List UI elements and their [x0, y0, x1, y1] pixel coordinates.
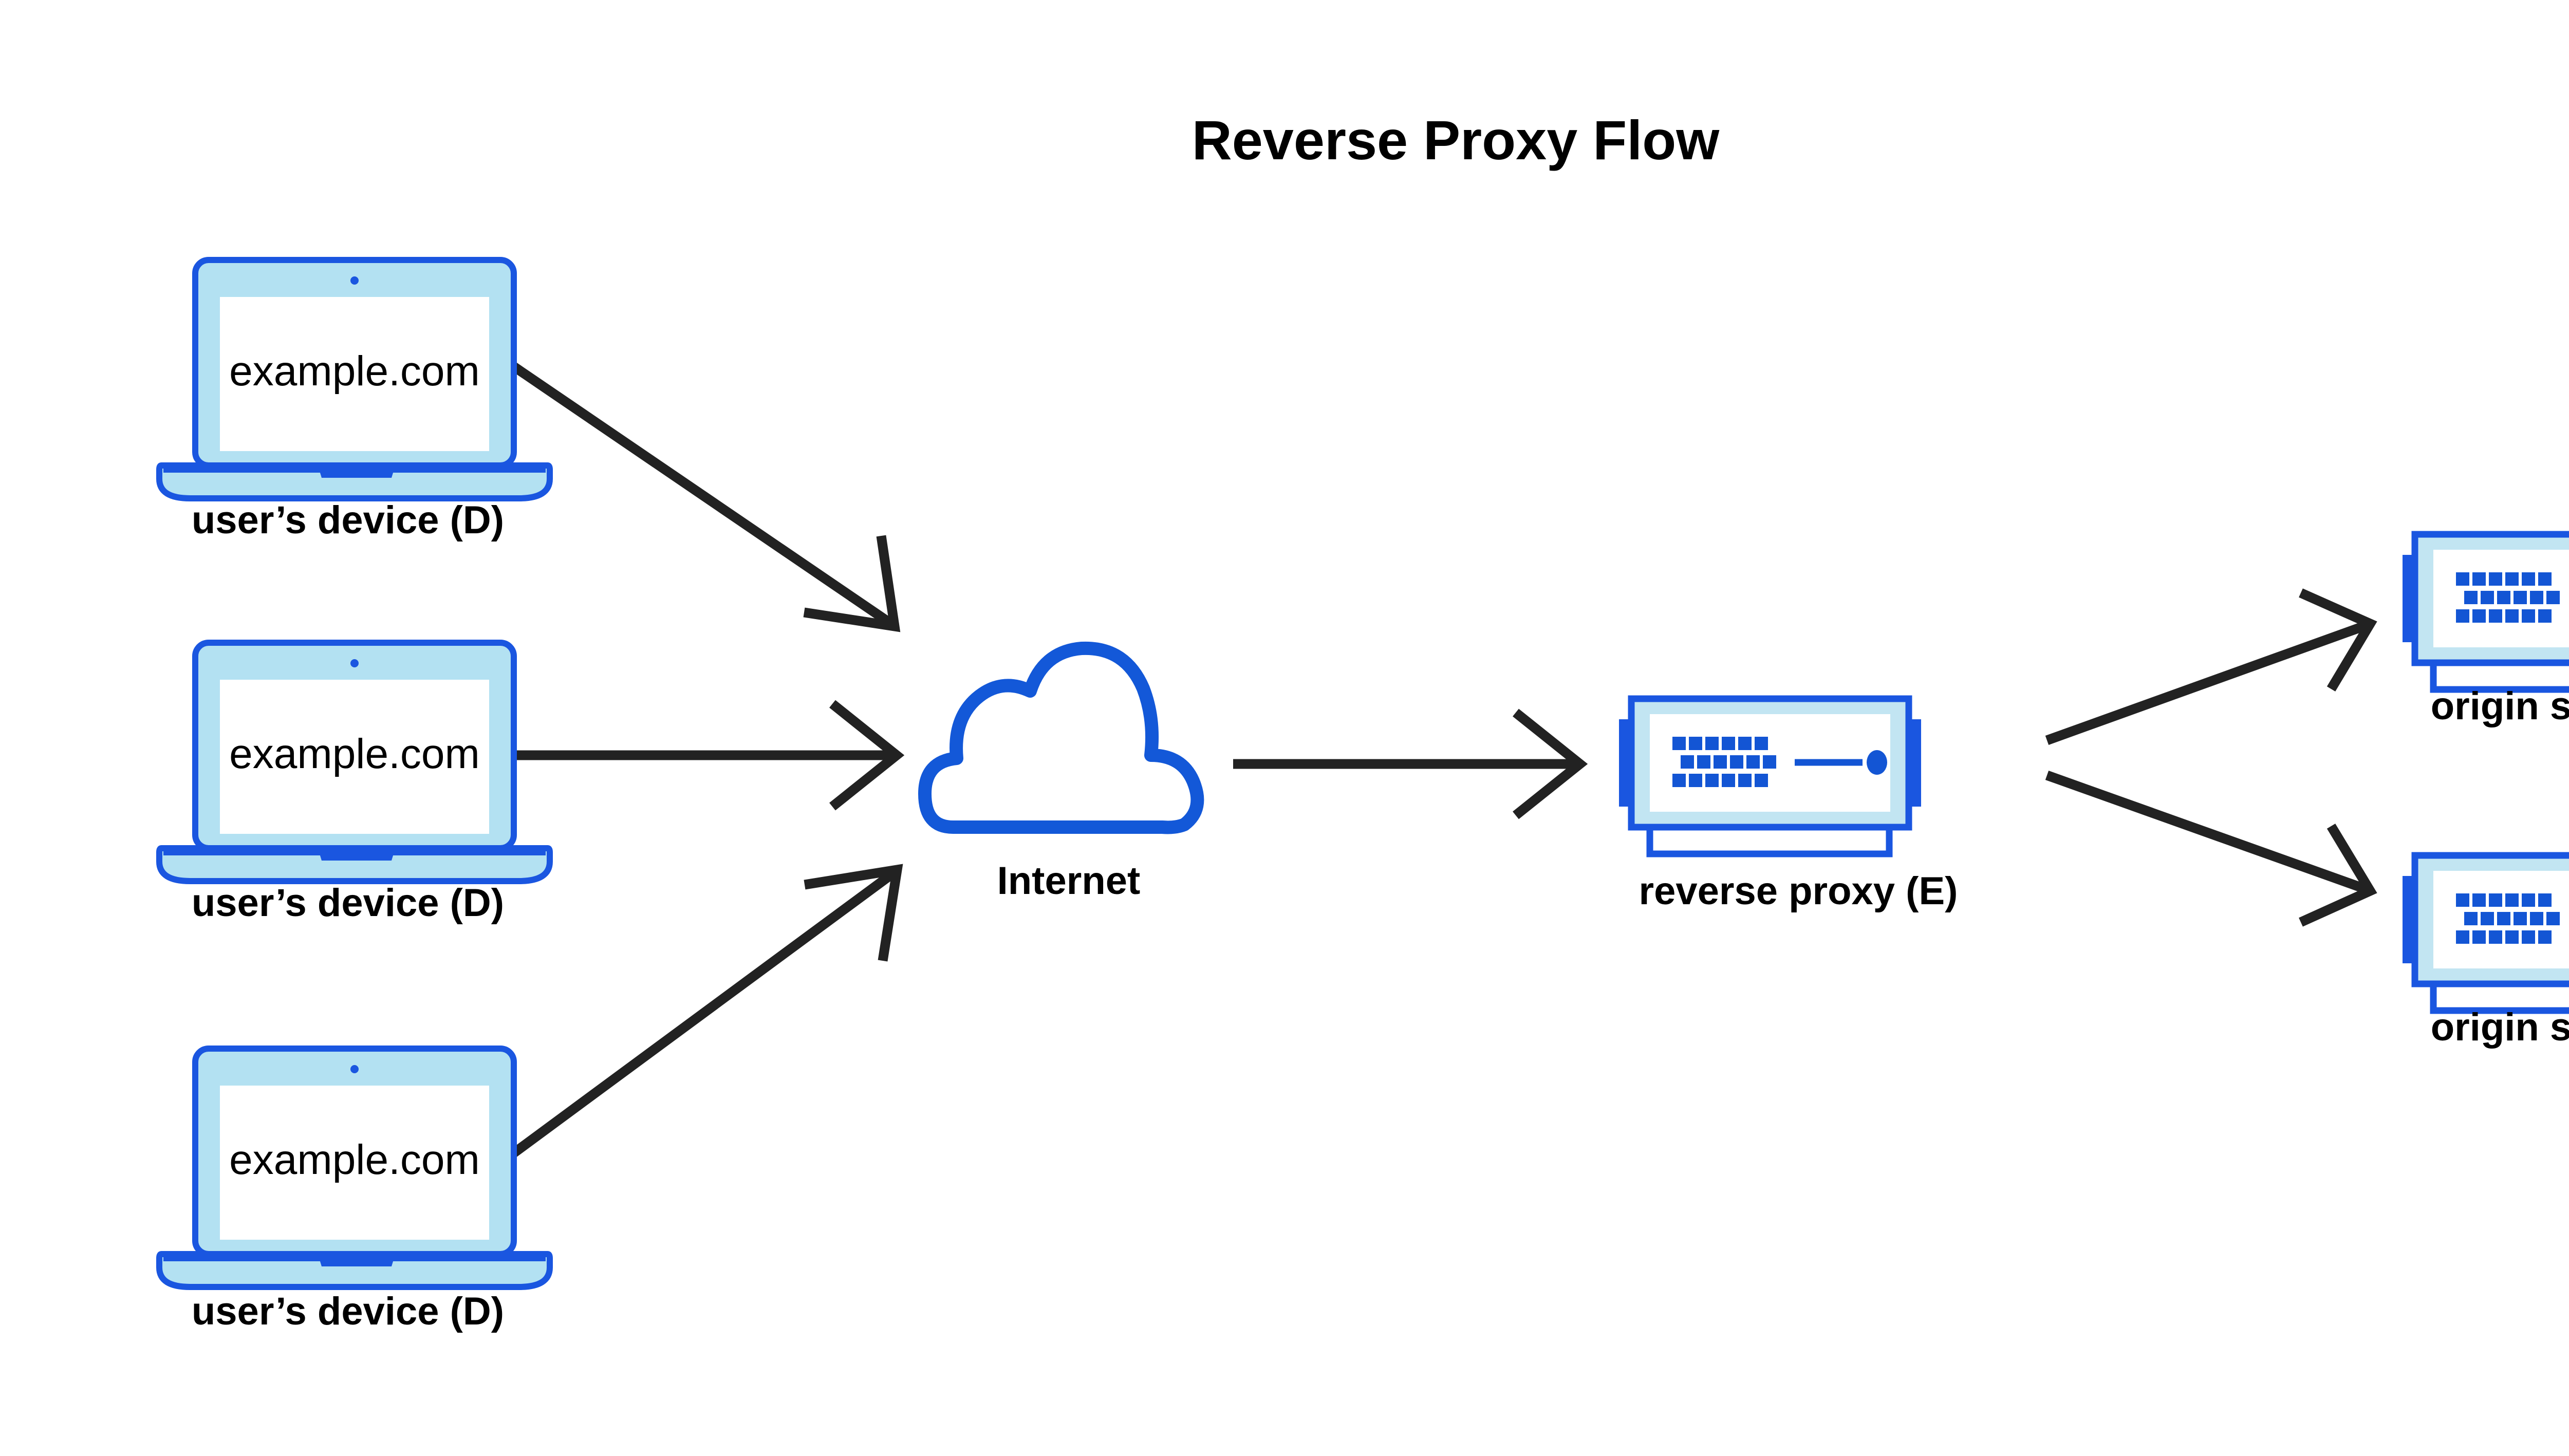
cloud-icon — [918, 641, 1204, 834]
device-top-label: user’s device (D) — [192, 498, 504, 542]
internet-label: Internet — [997, 859, 1141, 903]
node-device-bottom[interactable]: example.com user’s device (D) — [159, 1049, 550, 1333]
node-reverse-proxy[interactable]: reverse proxy (E) — [1619, 699, 1958, 913]
device-bottom-label: user’s device (D) — [192, 1290, 504, 1333]
device-screen-text: example.com — [229, 348, 480, 395]
edge-device-bottom-to-internet — [508, 864, 903, 1159]
origin-server-top-label: origin server (F) — [2431, 684, 2569, 728]
connector-layer — [508, 361, 2377, 1159]
device-screen-text: example.com — [229, 1136, 480, 1183]
node-origin-server-bottom[interactable]: origin server (F) — [2403, 855, 2569, 1049]
device-screen-text: example.com — [229, 731, 480, 777]
edge-device-middle-to-internet — [511, 700, 905, 811]
origin-server-bottom-label: origin server (F) — [2431, 1005, 2569, 1049]
edge-device-top-to-internet — [508, 361, 901, 632]
edge-reverse-proxy-to-origin-top — [2045, 588, 2377, 745]
edge-reverse-proxy-to-origin-bottom — [2045, 771, 2377, 927]
node-origin-server-top[interactable]: origin server (F) — [2403, 534, 2569, 728]
node-internet[interactable]: Internet — [918, 641, 1204, 903]
device-middle-label: user’s device (D) — [192, 881, 504, 925]
node-device-top[interactable]: example.com user’s device (D) — [159, 260, 550, 542]
page-title: Reverse Proxy Flow — [1192, 109, 1720, 171]
server-icon — [2403, 855, 2569, 1011]
edge-internet-to-reverse-proxy — [1233, 708, 1588, 819]
server-icon — [1619, 699, 1921, 854]
server-icon — [2403, 534, 2569, 689]
reverse-proxy-label: reverse proxy (E) — [1639, 869, 1958, 913]
node-device-middle[interactable]: example.com user’s device (D) — [159, 643, 550, 925]
